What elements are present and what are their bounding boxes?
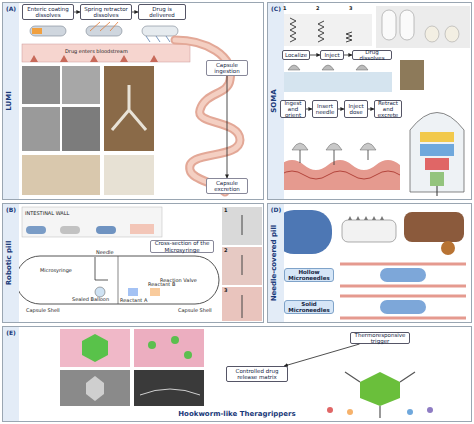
flow-arrow — [132, 12, 138, 13]
part-label: Sealed Balloon — [72, 297, 109, 303]
step-box: Retract and excrete — [374, 100, 402, 118]
figure-panel: Thermoresponsive triggerControlled drug … — [2, 326, 472, 422]
step-label: Retract and excrete — [376, 100, 400, 118]
step-box: Spring retractor dissolves — [80, 4, 132, 20]
step-label: Localize — [285, 52, 307, 58]
panel-letter: (C) — [269, 6, 283, 13]
flow-arrow — [368, 109, 374, 110]
part-label: Reactant B — [148, 282, 175, 288]
callout-number: 2 — [224, 248, 227, 254]
step-box: Capsule ingestion — [206, 60, 248, 76]
step-box: Inject dose — [344, 100, 368, 118]
part-label: Capsule Shell — [26, 308, 60, 314]
flow-arrow — [74, 12, 80, 13]
callout-number: 3 — [224, 288, 227, 294]
step-label: Insert needle — [314, 103, 336, 115]
step-box: Drug is delivered — [138, 4, 186, 20]
panel-title: Robotic pill — [6, 241, 14, 286]
step-label: Capsule excretion — [207, 180, 247, 192]
step-label: Inject dose — [346, 103, 366, 115]
panel-title: Hookworm-like Theragrippers — [3, 411, 471, 419]
step-box: Insert needle — [312, 100, 338, 118]
step-label: Thermoresponsive trigger — [352, 332, 408, 344]
step-box: Capsule excretion — [206, 178, 248, 194]
step-label: Controlled drug release matrix — [228, 368, 286, 380]
label-band: Hollow Microneedles — [284, 268, 334, 282]
flow-arrow — [284, 344, 359, 366]
callout-number: 1 — [224, 208, 227, 214]
part-label: INTESTINAL WALL — [25, 211, 69, 217]
panel-letter: (A) — [4, 6, 18, 13]
step-box: Controlled drug release matrix — [226, 366, 288, 382]
callout-number: 3 — [349, 6, 352, 12]
panel-letter: (D) — [269, 207, 283, 214]
flow-arrow — [227, 76, 228, 178]
part-label: Reactant A — [120, 298, 147, 304]
panel-letter: (B) — [4, 207, 18, 214]
step-label: Drug is delivered — [140, 6, 184, 18]
part-label: Microsyringe — [40, 268, 72, 274]
callout-number: 1 — [283, 6, 286, 12]
flow-arrow — [344, 55, 352, 56]
figure-panel: Enteric coating dissolves Spring retracto… — [2, 2, 264, 200]
step-box: Thermoresponsive trigger — [350, 332, 410, 344]
flow-arrow — [338, 109, 344, 110]
step-label: Hollow Microneedles — [285, 269, 333, 281]
flow-arrow — [306, 109, 312, 110]
step-box: Cross-section of the Microsyringe — [150, 240, 214, 253]
figure-panel: Hollow MicroneedlesSolid Microneedles (D)… — [267, 203, 472, 323]
part-label: Needle — [96, 250, 114, 256]
panel-title: LUMI — [6, 91, 14, 110]
panel-letter: (E) — [4, 330, 18, 337]
step-label: Spring retractor dissolves — [82, 6, 130, 18]
step-label: Cross-section of the Microsyringe — [151, 240, 213, 252]
step-label: Inject — [324, 52, 339, 58]
step-label: Solid Microneedles — [285, 301, 333, 313]
figure-panel: Localize Inject Drug dissolvesIngest and o… — [267, 2, 472, 200]
step-label: Ingest and orient — [282, 100, 304, 118]
panel-title: Needle-covered pill — [271, 225, 279, 302]
step-box: Inject — [320, 50, 344, 60]
part-label: Drug enters bloodstream — [65, 49, 128, 55]
step-box: Ingest and orient — [280, 100, 306, 118]
step-label: Capsule ingestion — [207, 62, 247, 74]
step-label: Enteric coating dissolves — [24, 6, 72, 18]
panel-title: SOMA — [271, 89, 279, 112]
callout-number: 2 — [316, 6, 319, 12]
part-label: Capsule Shell — [178, 308, 212, 314]
step-box: Localize — [282, 50, 310, 60]
step-box: Enteric coating dissolves — [22, 4, 74, 20]
flow-arrow — [310, 55, 320, 56]
label-band: Solid Microneedles — [284, 300, 334, 314]
figure-panel: Cross-section of the Microsyringe (B) Robo… — [2, 203, 264, 323]
step-label: Drug dissolves — [354, 49, 390, 61]
step-box: Drug dissolves — [352, 50, 392, 60]
